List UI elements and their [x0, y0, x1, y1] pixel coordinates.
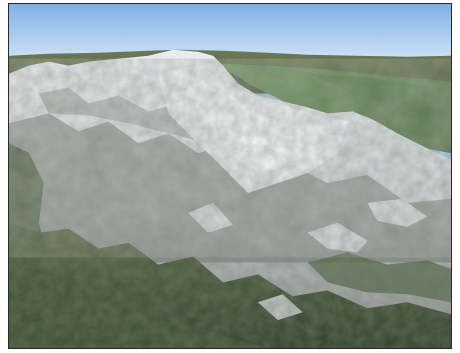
- terrain-view-frame[interactable]: [8, 3, 452, 349]
- terrain-render[interactable]: [9, 4, 451, 348]
